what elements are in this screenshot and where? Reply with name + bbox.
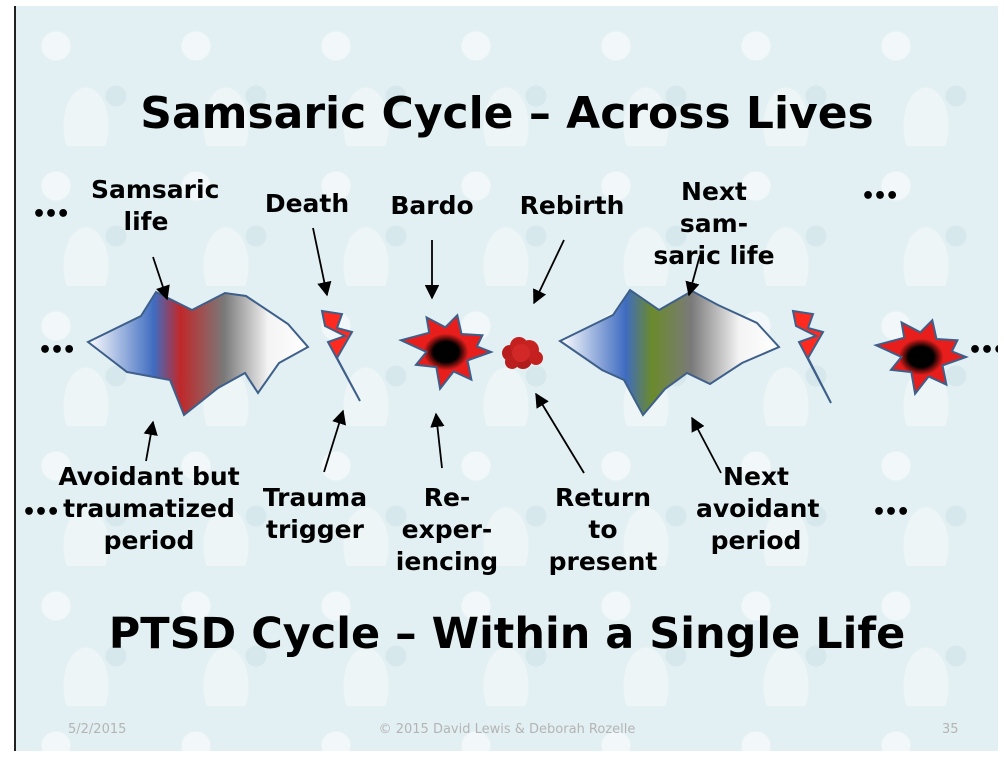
label-bardo: Bardo <box>382 190 482 222</box>
lightning-next <box>793 311 831 403</box>
ellipsis-bottom-right: ••• <box>872 500 908 525</box>
label-death: Death <box>257 188 357 220</box>
label-next-samsaric-life: Next sam- saric life <box>644 176 784 272</box>
star-next <box>876 320 966 393</box>
label-return-to-present: Return to present <box>538 482 668 578</box>
ellipsis-mid-left: ••• <box>38 338 74 363</box>
label-trauma-trigger: Trauma trigger <box>260 482 370 546</box>
arrow-trauma-trigger <box>324 411 343 472</box>
label-next-avoidant-period: Next avoidant period <box>696 461 816 557</box>
arrow-reexperiencing <box>436 414 442 468</box>
star-bardo <box>401 315 491 388</box>
title-ptsd-cycle: PTSD Cycle – Within a Single Life <box>16 609 998 659</box>
label-rebirth: Rebirth <box>512 190 632 222</box>
burst-samsaric-life <box>88 292 308 415</box>
footer-page-number: 35 <box>942 722 959 737</box>
lightning-death <box>322 311 360 401</box>
ellipsis-top-right: ••• <box>861 184 897 209</box>
label-avoidant-period: Avoidant but traumatized period <box>54 461 244 557</box>
slide: Samsaric Cycle – Across Lives <box>14 6 998 751</box>
rebirth-blob <box>502 337 543 369</box>
ellipsis-bottom-left: ••• <box>22 500 58 525</box>
ellipsis-top-left: ••• <box>32 202 68 227</box>
burst-next-samsaric-life <box>560 290 779 415</box>
arrow-avoidant <box>146 422 153 461</box>
label-samsaric-life: Samsaric life <box>91 174 201 238</box>
footer-copyright: © 2015 David Lewis & Deborah Rozelle <box>16 722 998 737</box>
ellipsis-mid-right: ••• <box>968 338 998 363</box>
arrow-rebirth <box>534 240 564 303</box>
arrow-death <box>313 228 327 295</box>
arrow-return <box>536 394 584 473</box>
label-reexperiencing: Re-exper- iencing <box>382 482 512 578</box>
